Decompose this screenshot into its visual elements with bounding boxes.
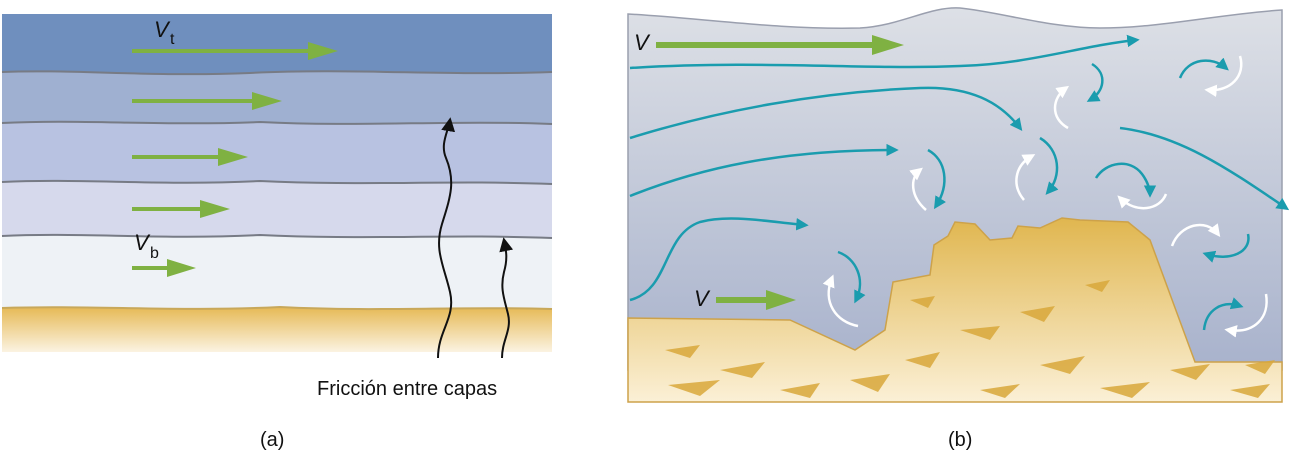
- layer-4: [2, 180, 552, 238]
- velocity-arrow-3: [132, 148, 248, 166]
- layer-borders: [1, 70, 553, 311]
- eddy-7: [1170, 223, 1250, 263]
- eddy-3: [909, 148, 946, 211]
- layer-1: [2, 14, 552, 75]
- caption-b: (b): [948, 429, 972, 451]
- flow-line-5: [1119, 126, 1290, 211]
- layer-5: [2, 234, 552, 310]
- velocity-arrow-2: [132, 92, 282, 110]
- friction-arrow-short: [499, 237, 514, 359]
- vb-subscript: b: [150, 245, 159, 262]
- ground-texture: [665, 280, 1275, 398]
- velocity-arrow-1: [132, 42, 338, 60]
- vt-subscript: t: [170, 31, 175, 48]
- eddy-4: [1015, 136, 1059, 201]
- velocity-arrows-b: [656, 35, 904, 310]
- v-label-bottom: V: [694, 286, 711, 311]
- friction-arrows: [437, 117, 514, 359]
- panel-b: V V (b): [627, 7, 1290, 451]
- friction-label: Fricción entre capas: [317, 378, 497, 400]
- flow-line-4: [629, 217, 809, 302]
- eddy-5: [1094, 162, 1168, 210]
- layer-2: [2, 71, 552, 124]
- friction-arrow-long: [437, 117, 456, 359]
- ground-a: [2, 307, 552, 352]
- eddy-1: [1053, 62, 1104, 130]
- velocity-arrows-a: [132, 42, 338, 277]
- eddies: [822, 55, 1268, 338]
- velocity-arrow-top: [656, 35, 904, 55]
- layer-3: [2, 121, 552, 184]
- flow-line-1: [629, 34, 1140, 70]
- eddy-8: [1202, 293, 1268, 338]
- vb-symbol: V: [134, 230, 151, 255]
- velocity-arrow-5: [132, 259, 196, 277]
- flow-lines: [629, 34, 1290, 302]
- eddy-2: [1178, 55, 1243, 98]
- ground-b: [627, 217, 1283, 403]
- velocity-arrow-bottom: [716, 290, 796, 310]
- velocity-arrow-4: [132, 200, 230, 218]
- panel-a: V t V b Fricción entre capas (a): [1, 14, 553, 451]
- vt-symbol: V: [154, 17, 171, 42]
- v-label-top: V: [634, 30, 651, 55]
- flow-line-3: [629, 143, 899, 198]
- caption-a: (a): [260, 429, 284, 451]
- flow-line-2: [629, 86, 1023, 140]
- eddy-6: [822, 250, 866, 328]
